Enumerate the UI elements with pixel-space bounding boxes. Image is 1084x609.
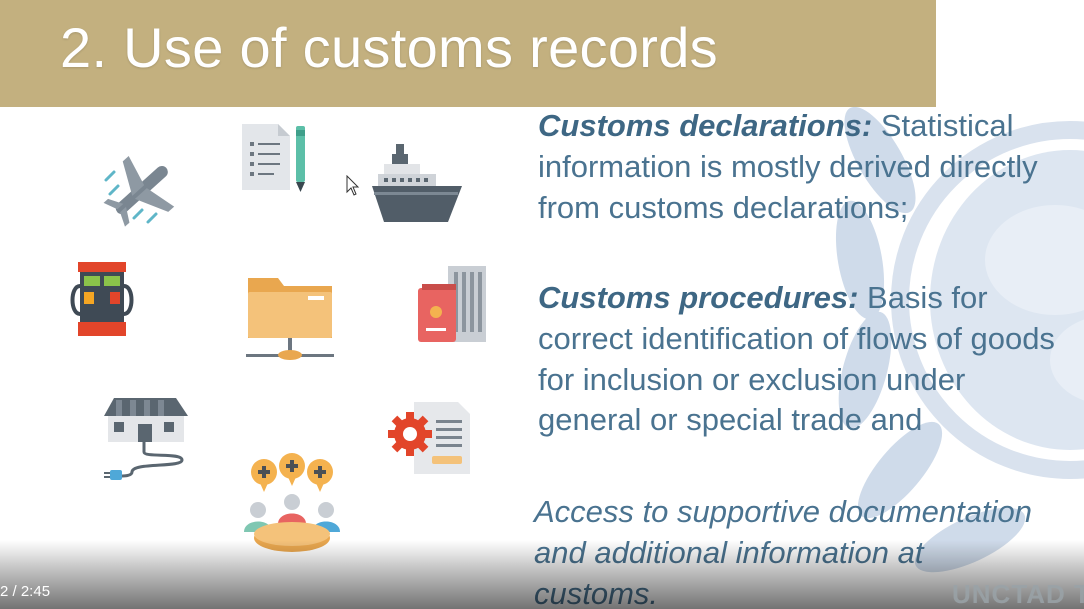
document-pen-icon bbox=[242, 124, 305, 192]
slide-title: 2. Use of customs records bbox=[60, 16, 718, 79]
airplane-icon bbox=[103, 156, 175, 227]
mouse-cursor-icon bbox=[346, 175, 360, 196]
video-timecode: 2 / 2:45 bbox=[0, 583, 51, 600]
unctad-logo-text: UNCTAD TRADE bbox=[952, 579, 1084, 609]
heading-customs-procedures: Customs procedures: bbox=[538, 280, 859, 315]
network-folder-icon bbox=[246, 278, 334, 360]
title-bar: 2. Use of customs records bbox=[0, 0, 936, 107]
body-customs-procedures: Basis for correct identification of flow… bbox=[538, 280, 1055, 438]
video-controls-overlay[interactable] bbox=[0, 540, 1084, 609]
gear-document-icon bbox=[388, 402, 470, 474]
un-emblem-watermark bbox=[835, 106, 1084, 573]
heading-customs-declarations: Customs declarations: bbox=[538, 108, 873, 143]
passport-building-icon bbox=[418, 266, 486, 342]
fuel-pump-icon bbox=[70, 262, 134, 336]
paragraph-customs-declarations: Customs declarations: Statistical inform… bbox=[538, 106, 1058, 228]
house-plug-icon bbox=[104, 398, 188, 480]
paragraph-customs-procedures: Customs procedures: Basis for correct id… bbox=[538, 278, 1058, 441]
body-customs-declarations: Statistical information is mostly derive… bbox=[538, 108, 1038, 225]
ship-icon bbox=[372, 144, 462, 222]
